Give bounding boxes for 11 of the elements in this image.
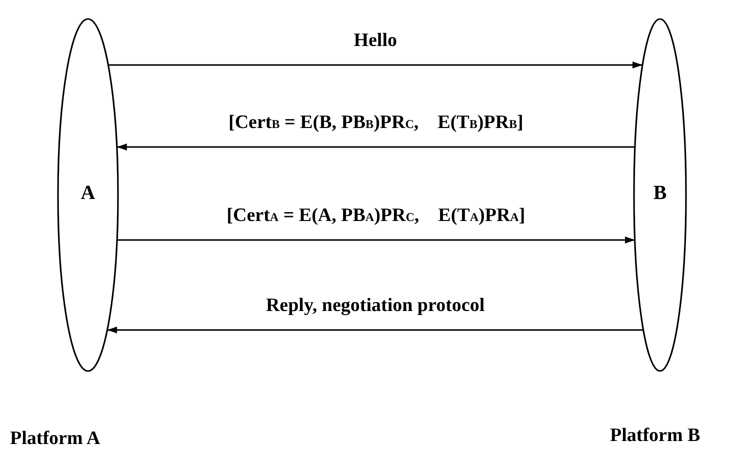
- arrow: [117, 236, 635, 244]
- ellipse-node: [57, 18, 119, 372]
- platform-caption: Platform A: [10, 428, 100, 450]
- ellipse-node: [633, 18, 687, 372]
- node-label: B: [652, 182, 668, 205]
- platform-caption: Platform B: [610, 425, 700, 447]
- arrow: [107, 326, 644, 334]
- node-label: A: [80, 182, 96, 205]
- arrow: [108, 62, 642, 68]
- arrow: [116, 144, 635, 150]
- edge-label: Reply, negotiation protocol: [264, 295, 487, 317]
